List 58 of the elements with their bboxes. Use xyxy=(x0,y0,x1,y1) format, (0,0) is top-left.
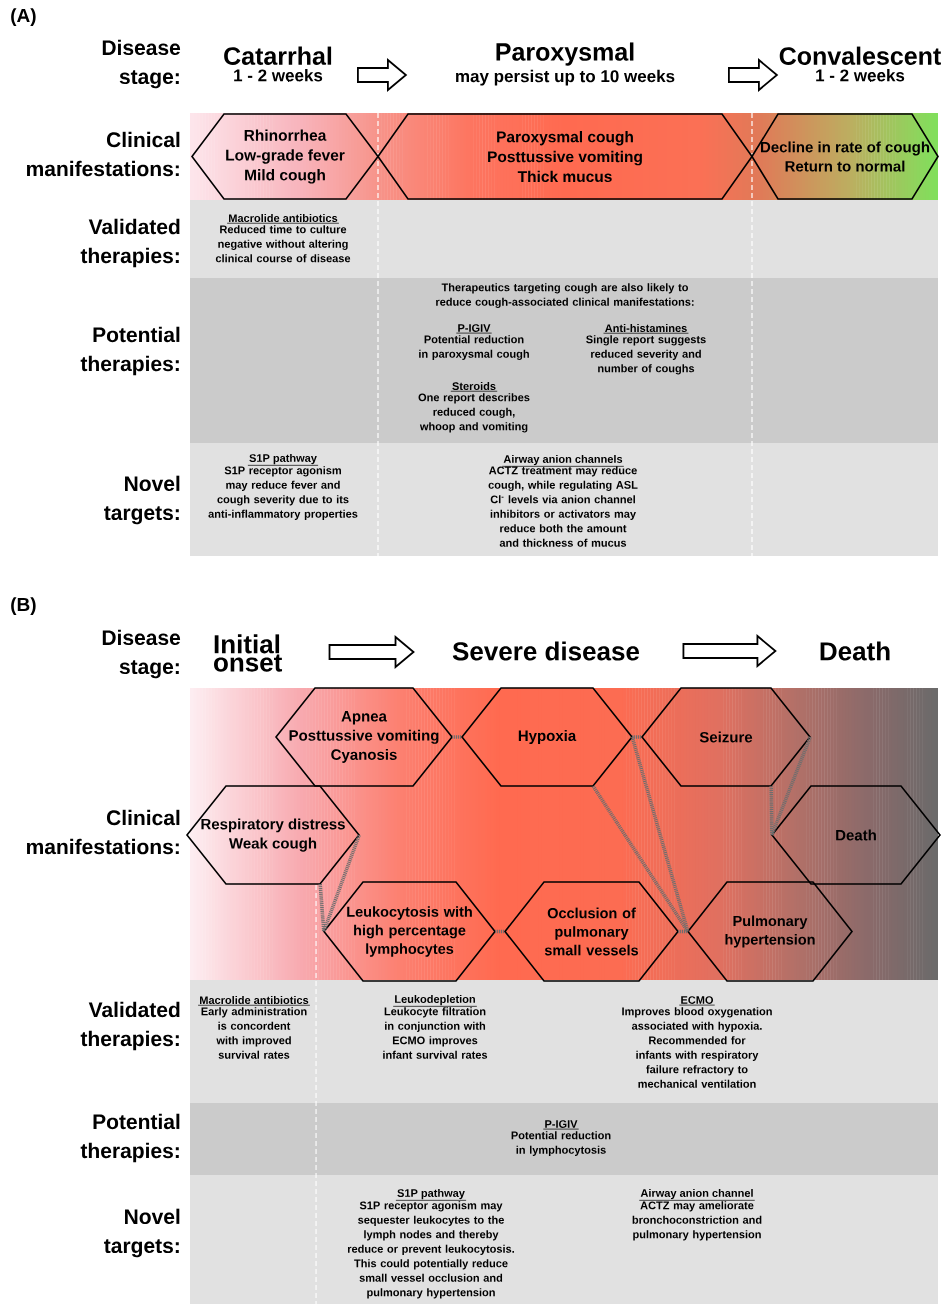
therapy-heading: Airway anion channel xyxy=(638,1188,756,1201)
therapy-heading: ECMO xyxy=(678,996,716,1006)
block-arrow xyxy=(682,634,777,668)
therapy-text: One report describes reduced cough, whoop and vomiting xyxy=(418,393,530,433)
row-label: Potential therapies: xyxy=(80,326,180,376)
stage-label: Paroxysmal may persist up to 10 weeks xyxy=(456,42,675,86)
therapy-heading: Macrolide antibiotics xyxy=(197,995,311,1006)
therapy-text: ACTZ may ameliorate bronchoconstriction and pulmonary hypertension xyxy=(632,1201,762,1241)
therapy-text: Leukocyte filtration in conjunction with ECMO improves infant survival rates xyxy=(383,1007,488,1059)
block-arrow xyxy=(328,635,415,669)
therapy-heading: P-IGIV xyxy=(455,324,493,334)
therapy-heading: Macrolide antibiotics xyxy=(226,213,340,224)
panel-label: (A) xyxy=(11,8,36,26)
hatched-connector xyxy=(452,735,462,739)
therapy-text: Early administration is concordent with improved survival rates xyxy=(201,1007,307,1059)
row-label: Validated therapies: xyxy=(80,218,180,268)
hatched-connector xyxy=(769,735,812,837)
row-label: Novel targets: xyxy=(104,1208,180,1258)
symptom-hexagon: Leukocytosis with high percentage lymphocytes xyxy=(323,881,496,982)
row-label: Disease stage: xyxy=(102,39,181,89)
therapy-heading: Steroids xyxy=(450,381,498,392)
hatched-connector xyxy=(678,929,688,934)
therapy-text: ACTZ treatment may reduce cough, while regulating ASL Cl$^{-}$ levels via anion channel inhibitors or activators may reduce both the amount and thickness of mucus xyxy=(488,466,638,547)
therapy-text: Reduced time to culture negative without altering clinical course of disease xyxy=(215,225,351,263)
therapy-heading: P-IGIV xyxy=(542,1120,580,1130)
symptom-hexagon: Paroxysmal cough Posttussive vomiting Thick mucus xyxy=(377,113,753,200)
stage-label: Catarrhal 1 - 2 weeks xyxy=(224,46,332,82)
stage-label: Convalescent 1 - 2 weeks xyxy=(779,46,941,82)
hatched-connector xyxy=(632,735,642,739)
row-label: Novel targets: xyxy=(104,475,180,525)
therapy-text: Therapeutics targeting cough are also likely to reduce cough-associated clinical manifestations: xyxy=(436,283,694,308)
therapy-text: Single report suggests reduced severity and number of coughs xyxy=(586,335,706,375)
stage-label: Initial onset xyxy=(214,634,283,672)
stage-label: Severe disease xyxy=(452,641,639,661)
therapy-heading: S1P pathway xyxy=(395,1188,467,1201)
therapy-text: S1P receptor agonism may sequester leukocytes to the lymph nodes and thereby reduce or prevent leukocytosis. This could potentially reduce small vessel occlusion and pulmonary hypertension xyxy=(347,1201,514,1299)
symptom-hexagon: Occlusion of pulmonary small vessels xyxy=(504,881,679,982)
symptom-hexagon: Decline in rate of cough Return to normal xyxy=(751,113,939,200)
hatched-connector xyxy=(318,833,361,934)
stage-label: Death xyxy=(820,641,890,661)
block-arrow xyxy=(357,58,408,92)
therapy-text: S1P receptor agonism may reduce fever and cough severity due to its anti-inflammatory properties xyxy=(208,466,358,520)
block-arrow xyxy=(728,58,779,92)
hatched-connector xyxy=(495,929,505,934)
row-label: Potential therapies: xyxy=(80,1113,180,1163)
therapy-heading: S1P pathway xyxy=(247,453,319,466)
row-label: Disease stage: xyxy=(102,629,181,679)
therapy-heading: Airway anion channels xyxy=(501,454,625,467)
symptom-hexagon: Rhinorrhea Low-grade fever Mild cough xyxy=(191,113,379,200)
therapy-heading: Leukodepletion xyxy=(392,994,478,1007)
therapy-heading: Anti-histamines xyxy=(603,323,689,334)
symptom-hexagon: Pulmonary hypertension xyxy=(687,881,853,982)
panel-label: (B) xyxy=(11,597,36,615)
therapy-text: Improves blood oxygenation associated with hypoxia. Recommended for infants with respiratory failure refractory to mechanical ventilation xyxy=(622,1007,772,1088)
row-label: Validated therapies: xyxy=(80,1001,180,1051)
hatched-connector xyxy=(591,735,690,934)
therapy-text: Potential reduction in paroxysmal cough xyxy=(419,335,529,360)
therapy-text: Potential reduction in lymphocytosis xyxy=(511,1131,611,1156)
